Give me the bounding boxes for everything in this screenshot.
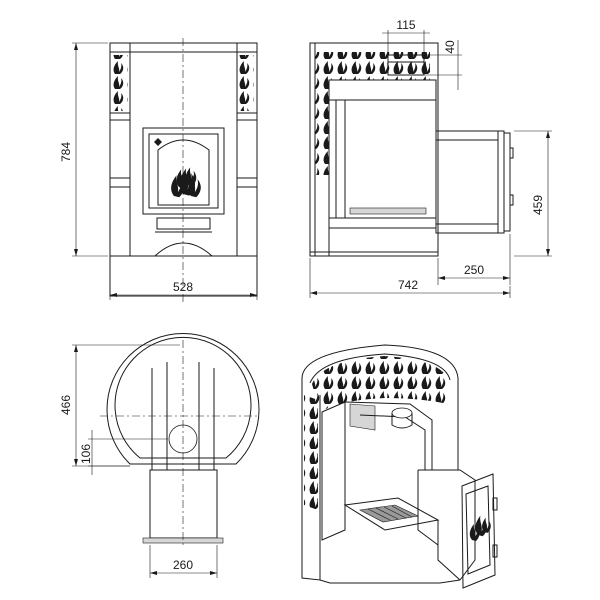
- dim-side-top-height: 40: [443, 40, 457, 54]
- front-view: 784 528: [59, 38, 258, 302]
- dim-side-depth: 742: [398, 278, 418, 292]
- stone-pattern-icon: [238, 55, 254, 111]
- dim-side-tunnel: 250: [464, 263, 484, 277]
- dim-side-door-height: 459: [531, 195, 545, 215]
- isometric-view: [301, 344, 498, 589]
- stone-pattern-icon: [315, 80, 329, 175]
- side-section-view: 115 40 459 250 742: [309, 18, 552, 298]
- dim-front-height: 784: [59, 142, 73, 162]
- dim-front-width: 528: [173, 280, 193, 294]
- flame-icon: [469, 515, 491, 541]
- dim-top-depth: 466: [59, 395, 73, 415]
- stone-pattern-icon: [315, 52, 430, 80]
- dim-side-top-width: 115: [396, 18, 415, 32]
- dim-top-pipe-offset: 106: [79, 444, 93, 464]
- flame-icon: [171, 167, 201, 198]
- fire-door: [142, 127, 225, 215]
- top-view: 466 106 260: [59, 333, 260, 578]
- stone-pattern-icon: [304, 395, 318, 510]
- stone-pattern-icon: [112, 55, 128, 111]
- stone-pattern-icon: [312, 356, 448, 412]
- dim-top-tunnel-width: 260: [173, 558, 193, 572]
